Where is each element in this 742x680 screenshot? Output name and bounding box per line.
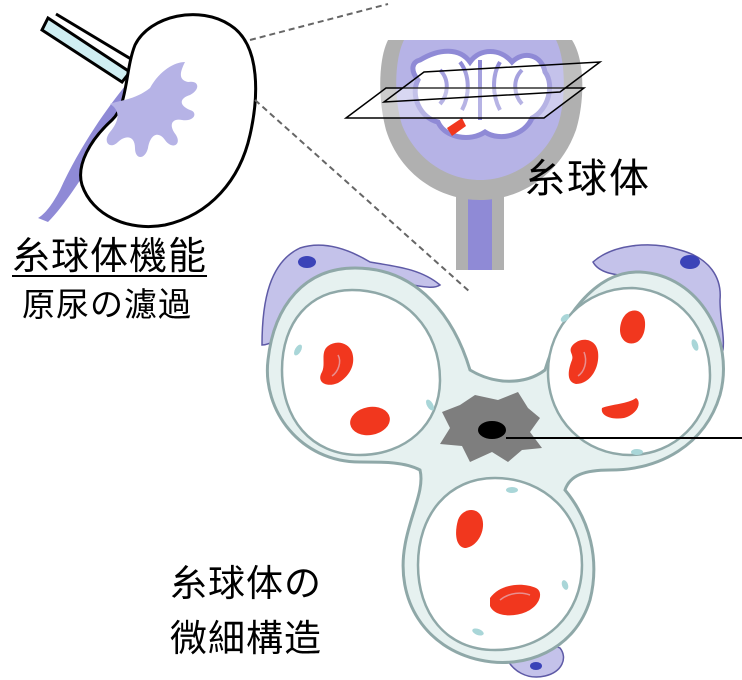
glomerular-function-description: 原尿の濾過 — [22, 278, 192, 326]
glomerulus-label: 糸球体 — [525, 146, 651, 204]
glomerulus-microstructure — [262, 245, 742, 677]
leader-line-top — [250, 4, 388, 40]
podocyte-nucleus-bottom — [530, 662, 542, 670]
mesangial-nucleus — [478, 421, 506, 439]
microstructure-label-line2: 微細構造 — [170, 608, 322, 662]
podocyte-nucleus-top-right — [680, 255, 700, 269]
capillary-lumen-bottom — [418, 478, 582, 650]
podocyte-nucleus-top-left — [298, 256, 316, 268]
glomerular-function-title: 糸球体機能 — [12, 225, 207, 280]
microstructure-label-line1: 糸球体の — [170, 553, 322, 607]
